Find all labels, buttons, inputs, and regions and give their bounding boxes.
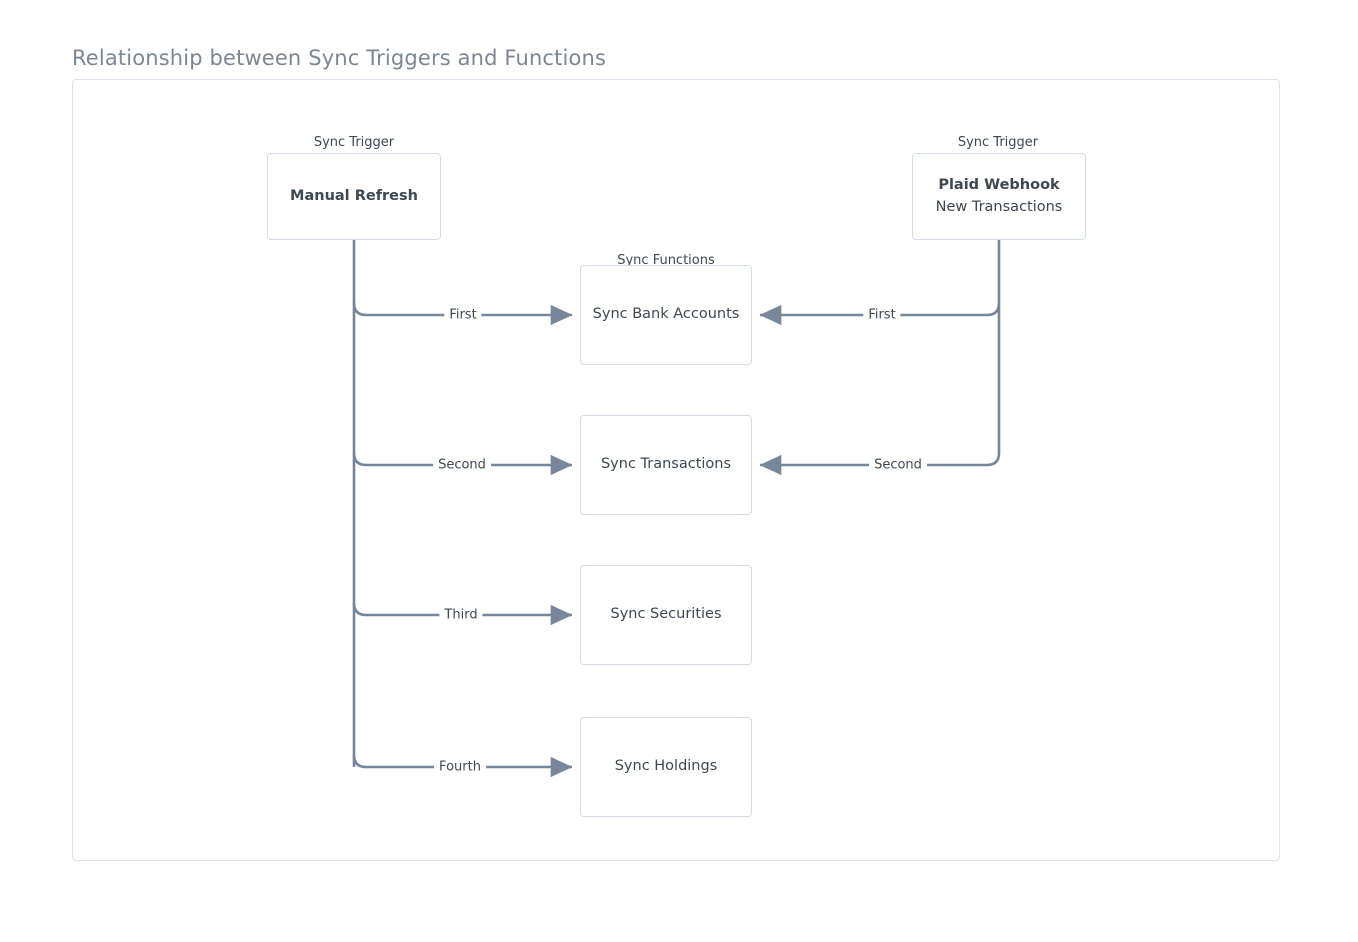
node-sync-holdings[interactable]: Sync Holdings xyxy=(580,717,752,817)
edge-label-left-second: Second xyxy=(433,458,491,472)
node-sync-securities-title: Sync Securities xyxy=(610,606,722,623)
node-plaid-webhook[interactable]: Plaid Webhook New Transactions xyxy=(912,153,1086,240)
group-label-trigger-right: Sync Trigger xyxy=(957,135,1039,150)
group-label-functions: Sync Functions xyxy=(617,253,715,268)
group-label-trigger-left: Sync Trigger xyxy=(313,135,395,150)
edge-label-right-first: First xyxy=(863,308,901,322)
node-sync-securities[interactable]: Sync Securities xyxy=(580,565,752,665)
edge-label-right-second: Second xyxy=(869,458,927,472)
page-title: Relationship between Sync Triggers and F… xyxy=(72,46,607,70)
node-plaid-webhook-subtitle: New Transactions xyxy=(935,198,1063,215)
node-sync-holdings-title: Sync Holdings xyxy=(614,758,718,775)
node-manual-refresh[interactable]: Manual Refresh xyxy=(267,153,441,240)
node-manual-refresh-title: Manual Refresh xyxy=(290,187,418,204)
edge-label-left-third: Third xyxy=(439,608,483,622)
node-sync-bank-accounts-title: Sync Bank Accounts xyxy=(592,306,740,323)
node-sync-transactions-title: Sync Transactions xyxy=(600,456,732,473)
edge-label-left-fourth: Fourth xyxy=(434,760,486,774)
node-sync-transactions[interactable]: Sync Transactions xyxy=(580,415,752,515)
node-plaid-webhook-title: Plaid Webhook xyxy=(938,176,1060,193)
edge-label-left-first: First xyxy=(444,308,482,322)
node-sync-bank-accounts[interactable]: Sync Bank Accounts xyxy=(580,265,752,365)
